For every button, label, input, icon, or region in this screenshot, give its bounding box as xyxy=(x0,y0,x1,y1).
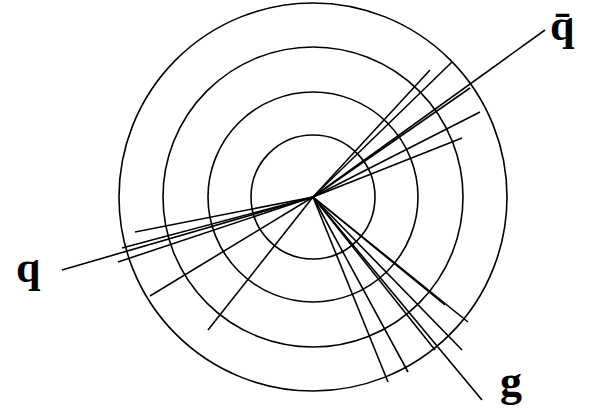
particle-track xyxy=(313,112,480,197)
particle-label: q̄ xyxy=(550,4,574,48)
jet-axis xyxy=(313,30,545,197)
particle-track xyxy=(313,138,462,197)
particle-label: g xyxy=(500,360,522,404)
particle-track xyxy=(313,197,468,322)
particle-track xyxy=(313,197,462,350)
particle-track xyxy=(313,62,452,197)
particle-track xyxy=(150,197,313,296)
jet-axis xyxy=(313,197,482,400)
jet-axis xyxy=(62,197,313,270)
particle-track xyxy=(118,197,313,262)
particle-track xyxy=(313,197,408,372)
particle-track xyxy=(313,197,388,382)
detector-layer xyxy=(119,3,507,391)
particle-track xyxy=(122,197,313,248)
particle-track xyxy=(313,197,435,350)
particle-track xyxy=(313,88,470,197)
particle-track xyxy=(313,70,430,197)
particle-track xyxy=(135,197,313,232)
particle-label: q xyxy=(16,246,40,290)
particle-track xyxy=(208,197,313,330)
detector-layer xyxy=(163,47,463,347)
particle-track xyxy=(313,197,445,305)
